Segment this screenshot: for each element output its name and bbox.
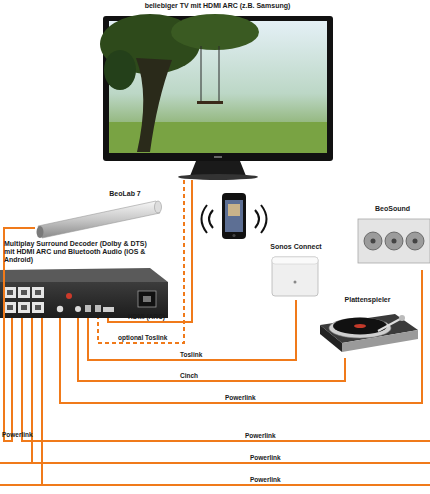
cable-label: Powerlink [225, 395, 256, 402]
screen-swing-rope [201, 46, 202, 102]
decoder-top [0, 268, 168, 282]
toslink-port [85, 305, 91, 312]
sonos-box [272, 257, 318, 296]
powerlink-port [32, 302, 44, 313]
device-label: Sonos Connect [265, 243, 327, 251]
tv-stand-base [178, 174, 258, 180]
cable-label: Powerlink [2, 432, 33, 439]
cable-connector [78, 318, 345, 381]
soundbar [38, 201, 160, 238]
phone-screen [225, 200, 243, 232]
soundbar-cap [155, 201, 162, 213]
port-socket [21, 305, 27, 310]
turntable-tonearm [378, 318, 402, 331]
device-label: BeoLab 7 [90, 190, 160, 198]
powerlink-port [4, 287, 16, 298]
power-socket-pins [143, 296, 151, 302]
sonos-led [294, 281, 297, 284]
cable-connector [60, 270, 422, 403]
powerlink-wire [0, 318, 430, 485]
device-label: Multiplay Surround Decoder (Dolby & DTS)… [4, 240, 156, 264]
cable-connector [88, 300, 296, 360]
beosound-hub [413, 239, 418, 244]
beosound-hub [371, 239, 376, 244]
beosound-disc [385, 232, 403, 250]
cable-label: Powerlink [245, 433, 276, 440]
cable-label: optional Toslink [118, 335, 167, 342]
wireless-wave [209, 210, 213, 228]
cinch-jack [66, 293, 72, 299]
toslink-port [95, 305, 101, 312]
powerlink-wire [22, 318, 430, 441]
device-node: Multiplay Surround Decoder (Dolby & DTS)… [0, 240, 172, 318]
device-node: Sonos Connect [265, 243, 327, 300]
screen-swing-seat [197, 101, 223, 104]
device-node: Plattenspieler [315, 296, 420, 358]
wireless-wave [261, 205, 267, 233]
phone-button [232, 234, 235, 237]
wireless-wave [202, 205, 208, 233]
cinch-jack [75, 306, 81, 312]
turntable-record-label [354, 324, 366, 328]
screen-swing-rope [219, 46, 220, 102]
device-label: Plattenspieler [315, 296, 420, 304]
beosound-disc [406, 232, 424, 250]
beosound-panel [358, 219, 430, 263]
powerlink-port [4, 302, 16, 313]
tv-stand [190, 161, 246, 176]
cable-label: Cinch [180, 373, 198, 380]
powerlink-port [18, 302, 30, 313]
port-socket [21, 290, 27, 295]
wireless-wave [255, 210, 259, 228]
port-socket [35, 305, 41, 310]
port-socket [7, 290, 13, 295]
device-node: BeoSound [355, 205, 430, 270]
turntable-pivot [399, 315, 405, 321]
powerlink-wire [0, 318, 430, 463]
screen-tree-crown [171, 14, 259, 50]
powerlink-port [18, 287, 30, 298]
power-socket [138, 291, 156, 307]
cable-label: Powerlink [250, 455, 281, 462]
cable-connector [98, 180, 184, 343]
screen-tree-trunk [136, 58, 172, 152]
device-node: BeoLab 7 [35, 190, 165, 240]
decoder-front [0, 282, 168, 318]
device-label: BeoSound [355, 205, 430, 213]
port-socket [35, 290, 41, 295]
beosound-hub [392, 239, 397, 244]
cable-label: Toslink [180, 352, 202, 359]
cable-label: HDMI (ARC) [128, 314, 165, 321]
port-socket [7, 305, 13, 310]
soundbar-cap [37, 226, 44, 238]
screen-tree-crown [104, 50, 136, 90]
powerlink-port [32, 287, 44, 298]
sonos-top [272, 257, 318, 264]
powerlink-jack [57, 306, 63, 312]
tv-logo [214, 156, 222, 158]
cable-label: Powerlink [250, 477, 281, 484]
turntable-record [333, 318, 387, 335]
hdmi-port [103, 307, 114, 312]
device-label: beliebiger TV mit HDMI ARC (z.B. Samsung… [100, 2, 335, 10]
phone-cover-art [228, 204, 240, 216]
phone-body [222, 193, 246, 239]
beosound-disc [364, 232, 382, 250]
device-node: beliebiger TV mit HDMI ARC (z.B. Samsung… [100, 2, 335, 180]
